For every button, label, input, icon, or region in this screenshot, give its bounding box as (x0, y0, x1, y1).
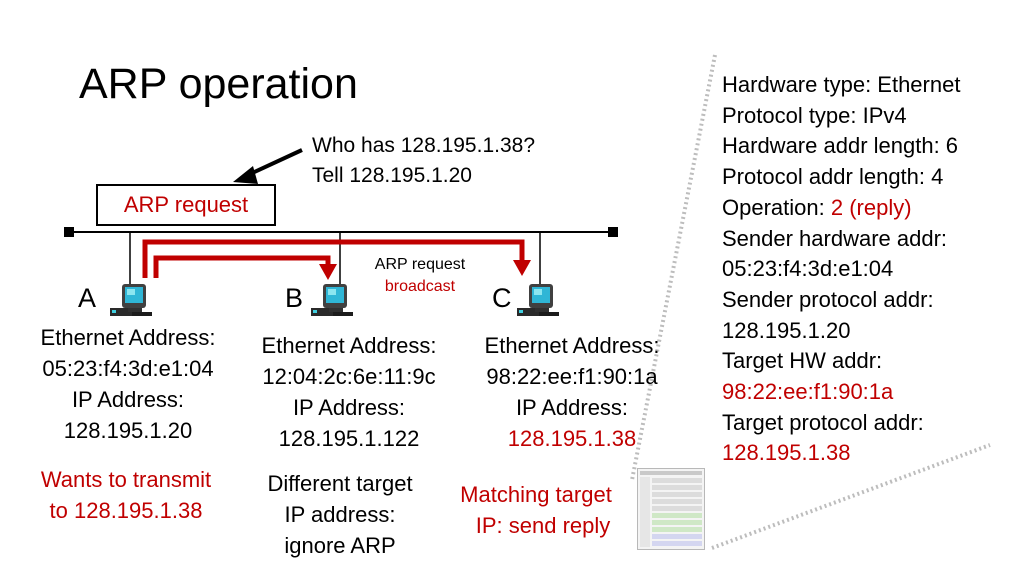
host-c-ip-label: IP Address: (515, 395, 629, 420)
host-c-eth-addr: 98:22:ee:f1:90:1a (486, 364, 658, 389)
host-b-ip-label: IP Address: (292, 395, 406, 420)
broadcast-arrow-to-c (142, 239, 525, 278)
field-hw-addr-length: Hardware addr length: 6 (722, 133, 959, 159)
computer-a-icon (110, 284, 152, 316)
host-a-note-line-2: to 128.195.1.38 (49, 498, 203, 523)
computer-c-icon (517, 284, 559, 316)
question-arrowhead (233, 166, 258, 184)
arp-packet-fields: Hardware type: Ethernet Protocol type: I… (722, 70, 960, 469)
bus-terminator-right (608, 227, 618, 237)
field-target-proto-label: Target protocol addr: (722, 409, 924, 435)
field-sender-hw-value: 05:23:f4:3d:e1:04 (722, 256, 894, 282)
host-a-note-line-1: Wants to transmit (40, 467, 212, 492)
host-a-info: Ethernet Address: 05:23:f4:3d:e1:04 IP A… (20, 322, 236, 446)
host-b-note-line-2: IP address: (284, 502, 396, 527)
host-a-note: Wants to transmit to 128.195.1.38 (18, 464, 234, 526)
field-sender-proto-value: 128.195.1.20 (722, 317, 851, 343)
broadcast-label: ARP request broadcast (358, 254, 482, 298)
host-c-note: Matching target IP: send reply (438, 479, 634, 541)
host-b-ip-addr: 128.195.1.122 (278, 426, 420, 451)
host-a-letter: A (78, 283, 97, 313)
question-arrow (247, 148, 303, 177)
thumbnail-row (652, 541, 702, 546)
host-a-ip-label: IP Address: (71, 387, 185, 412)
arp-question-line-1: Who has 128.195.1.38? (312, 134, 536, 157)
host-c-eth-label: Ethernet Address: (484, 333, 660, 358)
field-sender-hw-label: Sender hardware addr: (722, 225, 948, 251)
host-b-note-line-3: ignore ARP (284, 533, 396, 558)
field-protocol-type: Protocol type: IPv4 (722, 102, 907, 128)
arp-question: Who has 128.195.1.38? Tell 128.195.1.20 (312, 131, 535, 191)
field-target-proto-value: 128.195.1.38 (722, 440, 851, 466)
slide-title: ARP operation (79, 60, 358, 108)
thumbnail-row (652, 492, 702, 497)
arp-request-box: ARP request (96, 184, 276, 226)
callout-line-top (630, 54, 717, 481)
host-c-note-line-2: IP: send reply (475, 513, 611, 538)
host-c-ip-addr: 128.195.1.38 (507, 426, 637, 451)
broadcast-label-line-1: ARP request (374, 256, 466, 273)
field-operation: Operation: 2 (reply) (722, 193, 960, 224)
host-b-eth-addr: 12:04:2c:6e:11:9c (262, 364, 436, 389)
thumbnail-side-column (640, 477, 650, 547)
host-c-note-line-1: Matching target (460, 482, 612, 507)
broadcast-arrowhead-b (319, 264, 337, 280)
field-target-hw-label: Target HW addr: (722, 348, 883, 374)
host-c-info: Ethernet Address: 98:22:ee:f1:90:1a IP A… (464, 330, 680, 454)
host-b-note: Different target IP address: ignore ARP (240, 468, 440, 561)
field-target-hw-value: 98:22:ee:f1:90:1a (722, 379, 894, 405)
arp-question-line-2: Tell 128.195.1.20 (312, 164, 472, 187)
computer-b-icon (311, 284, 353, 316)
thumbnail-row (652, 485, 702, 490)
field-hardware-type: Hardware type: Ethernet (722, 72, 961, 97)
thumbnail-row (652, 520, 702, 525)
thumbnail-row (652, 499, 702, 504)
thumbnail-row (652, 513, 702, 518)
broadcast-arrowhead-c (513, 260, 531, 276)
host-a-eth-addr: 05:23:f4:3d:e1:04 (42, 356, 214, 381)
arp-packet-thumbnail (637, 468, 705, 550)
host-b-letter: B (285, 283, 304, 313)
field-operation-label: Operation: (722, 194, 831, 220)
host-a-ip-addr: 128.195.1.20 (63, 418, 193, 443)
thumbnail-row (652, 478, 702, 483)
field-proto-addr-length: Protocol addr length: 4 (722, 164, 944, 190)
field-sender-proto-label: Sender protocol addr: (722, 286, 934, 312)
host-b-note-line-1: Different target (267, 471, 413, 496)
broadcast-label-line-2: broadcast (384, 278, 456, 295)
field-operation-value: 2 (reply) (830, 194, 912, 220)
host-a-eth-label: Ethernet Address: (40, 325, 216, 350)
thumbnail-row (652, 534, 702, 539)
thumbnail-header (640, 471, 702, 475)
host-b-eth-label: Ethernet Address: (261, 333, 437, 358)
host-b-info: Ethernet Address: 12:04:2c:6e:11:9c IP A… (240, 330, 458, 454)
bus-terminator-left (64, 227, 74, 237)
host-c-letter: C (492, 283, 512, 313)
broadcast-arrow-to-b (153, 255, 331, 278)
thumbnail-row (652, 527, 702, 532)
thumbnail-row (652, 506, 702, 511)
